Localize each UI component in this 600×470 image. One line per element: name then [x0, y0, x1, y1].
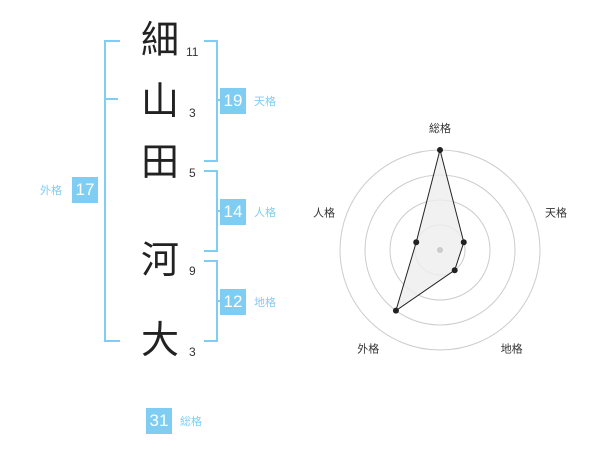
gaikaku-bracket-tick-top — [104, 98, 118, 100]
radar-axis-label-1: 総格 — [429, 121, 451, 135]
chikaku-value-badge: 12 — [220, 289, 246, 315]
name-char-3: 田 — [140, 140, 179, 184]
tenkaku-value-badge: 19 — [220, 88, 246, 114]
tenkaku-label: 天格 — [254, 95, 276, 108]
radar-axis-label-3: 地格 — [501, 342, 523, 356]
radar-point-4 — [392, 307, 399, 314]
radar-axis-label-5: 人格 — [313, 205, 335, 219]
radar-point-2 — [460, 239, 467, 246]
jinkaku-label: 人格 — [254, 206, 276, 219]
radar-point-3 — [451, 267, 458, 274]
radar-center-dot — [437, 247, 443, 253]
soukaku-label: 総格 — [180, 415, 202, 428]
radar-series-polygon — [395, 149, 465, 312]
radar-axis-label-4: 外格 — [357, 342, 379, 356]
jinkaku-value-badge: 14 — [220, 199, 246, 225]
stroke-count-3: 5 — [189, 166, 196, 180]
name-char-4: 河 — [140, 238, 179, 282]
radar-points — [392, 147, 467, 314]
chikaku-label: 地格 — [254, 296, 276, 309]
stroke-count-1: 11 — [186, 45, 199, 59]
radar-point-5 — [413, 239, 420, 246]
radar-point-1 — [437, 147, 443, 153]
gaikaku-value-badge: 17 — [72, 177, 98, 203]
tenkaku-bracket — [204, 40, 218, 162]
gaikaku-bracket — [104, 40, 120, 342]
stroke-count-4: 9 — [189, 264, 196, 278]
stroke-count-5: 3 — [189, 345, 196, 359]
soukaku-value-badge: 31 — [146, 408, 172, 434]
name-char-2: 山 — [140, 79, 179, 123]
name-char-1: 細 — [140, 18, 179, 62]
name-char-5: 大 — [140, 318, 179, 362]
gaikaku-label: 外格 — [40, 184, 62, 197]
stroke-count-2: 3 — [189, 106, 196, 120]
radar-axis-label-2: 天格 — [545, 205, 567, 219]
